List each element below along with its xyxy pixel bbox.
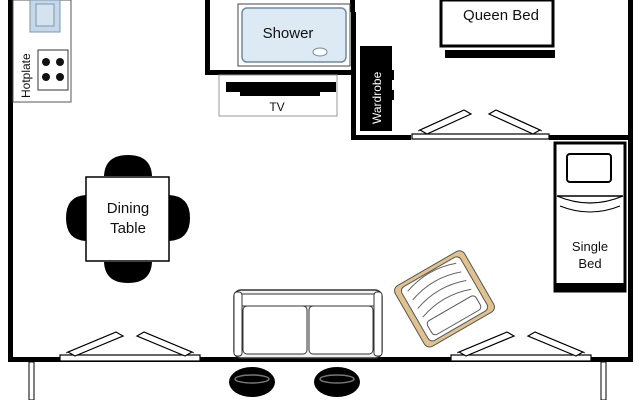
chair-top: [104, 155, 152, 176]
bedroom-walls: [351, 12, 628, 140]
bathroom: Shower: [205, 0, 355, 75]
bedroom-door: [411, 109, 550, 140]
armchair: [394, 250, 495, 348]
chair-bottom: [104, 262, 152, 283]
sofa-cushion-right: [308, 305, 374, 355]
shower-label: Shower: [263, 25, 314, 42]
dining-label-line1: Dining: [107, 200, 150, 217]
queen-bed-label: Queen Bed: [463, 7, 539, 24]
wardrobe: Wardrobe: [360, 46, 394, 131]
wardrobe-label: Wardrobe: [370, 71, 384, 124]
hotplate-label: Hotplate: [19, 53, 33, 98]
dining-set: Dining Table: [66, 155, 190, 283]
kitchen-counter: Hotplate: [12, 0, 72, 103]
outdoor-stool-left: [229, 367, 275, 397]
dining-table: [85, 176, 170, 262]
single-bed: Single Bed: [553, 141, 627, 293]
outer-walls: [8, 0, 633, 362]
single-bed-label-line2: Bed: [578, 256, 601, 271]
chair-left: [66, 195, 86, 241]
sofa-cushion-left: [242, 305, 308, 355]
tv-unit: TV: [218, 74, 338, 117]
sofa: [233, 289, 383, 359]
door-posts: [28, 361, 607, 400]
hotplate: [37, 49, 69, 91]
shower-drain: [312, 47, 328, 57]
outdoor-stool-right: [314, 367, 360, 397]
right-entrance-door: [450, 331, 592, 362]
dining-label-line2: Table: [110, 220, 146, 237]
left-entrance-door: [59, 331, 201, 362]
tv-label: TV: [269, 100, 284, 114]
pillow: [566, 153, 612, 183]
queen-bed: Queen Bed: [439, 0, 555, 58]
tv: [226, 82, 336, 92]
chair-right: [169, 195, 190, 241]
single-bed-label-line1: Single: [572, 239, 608, 254]
